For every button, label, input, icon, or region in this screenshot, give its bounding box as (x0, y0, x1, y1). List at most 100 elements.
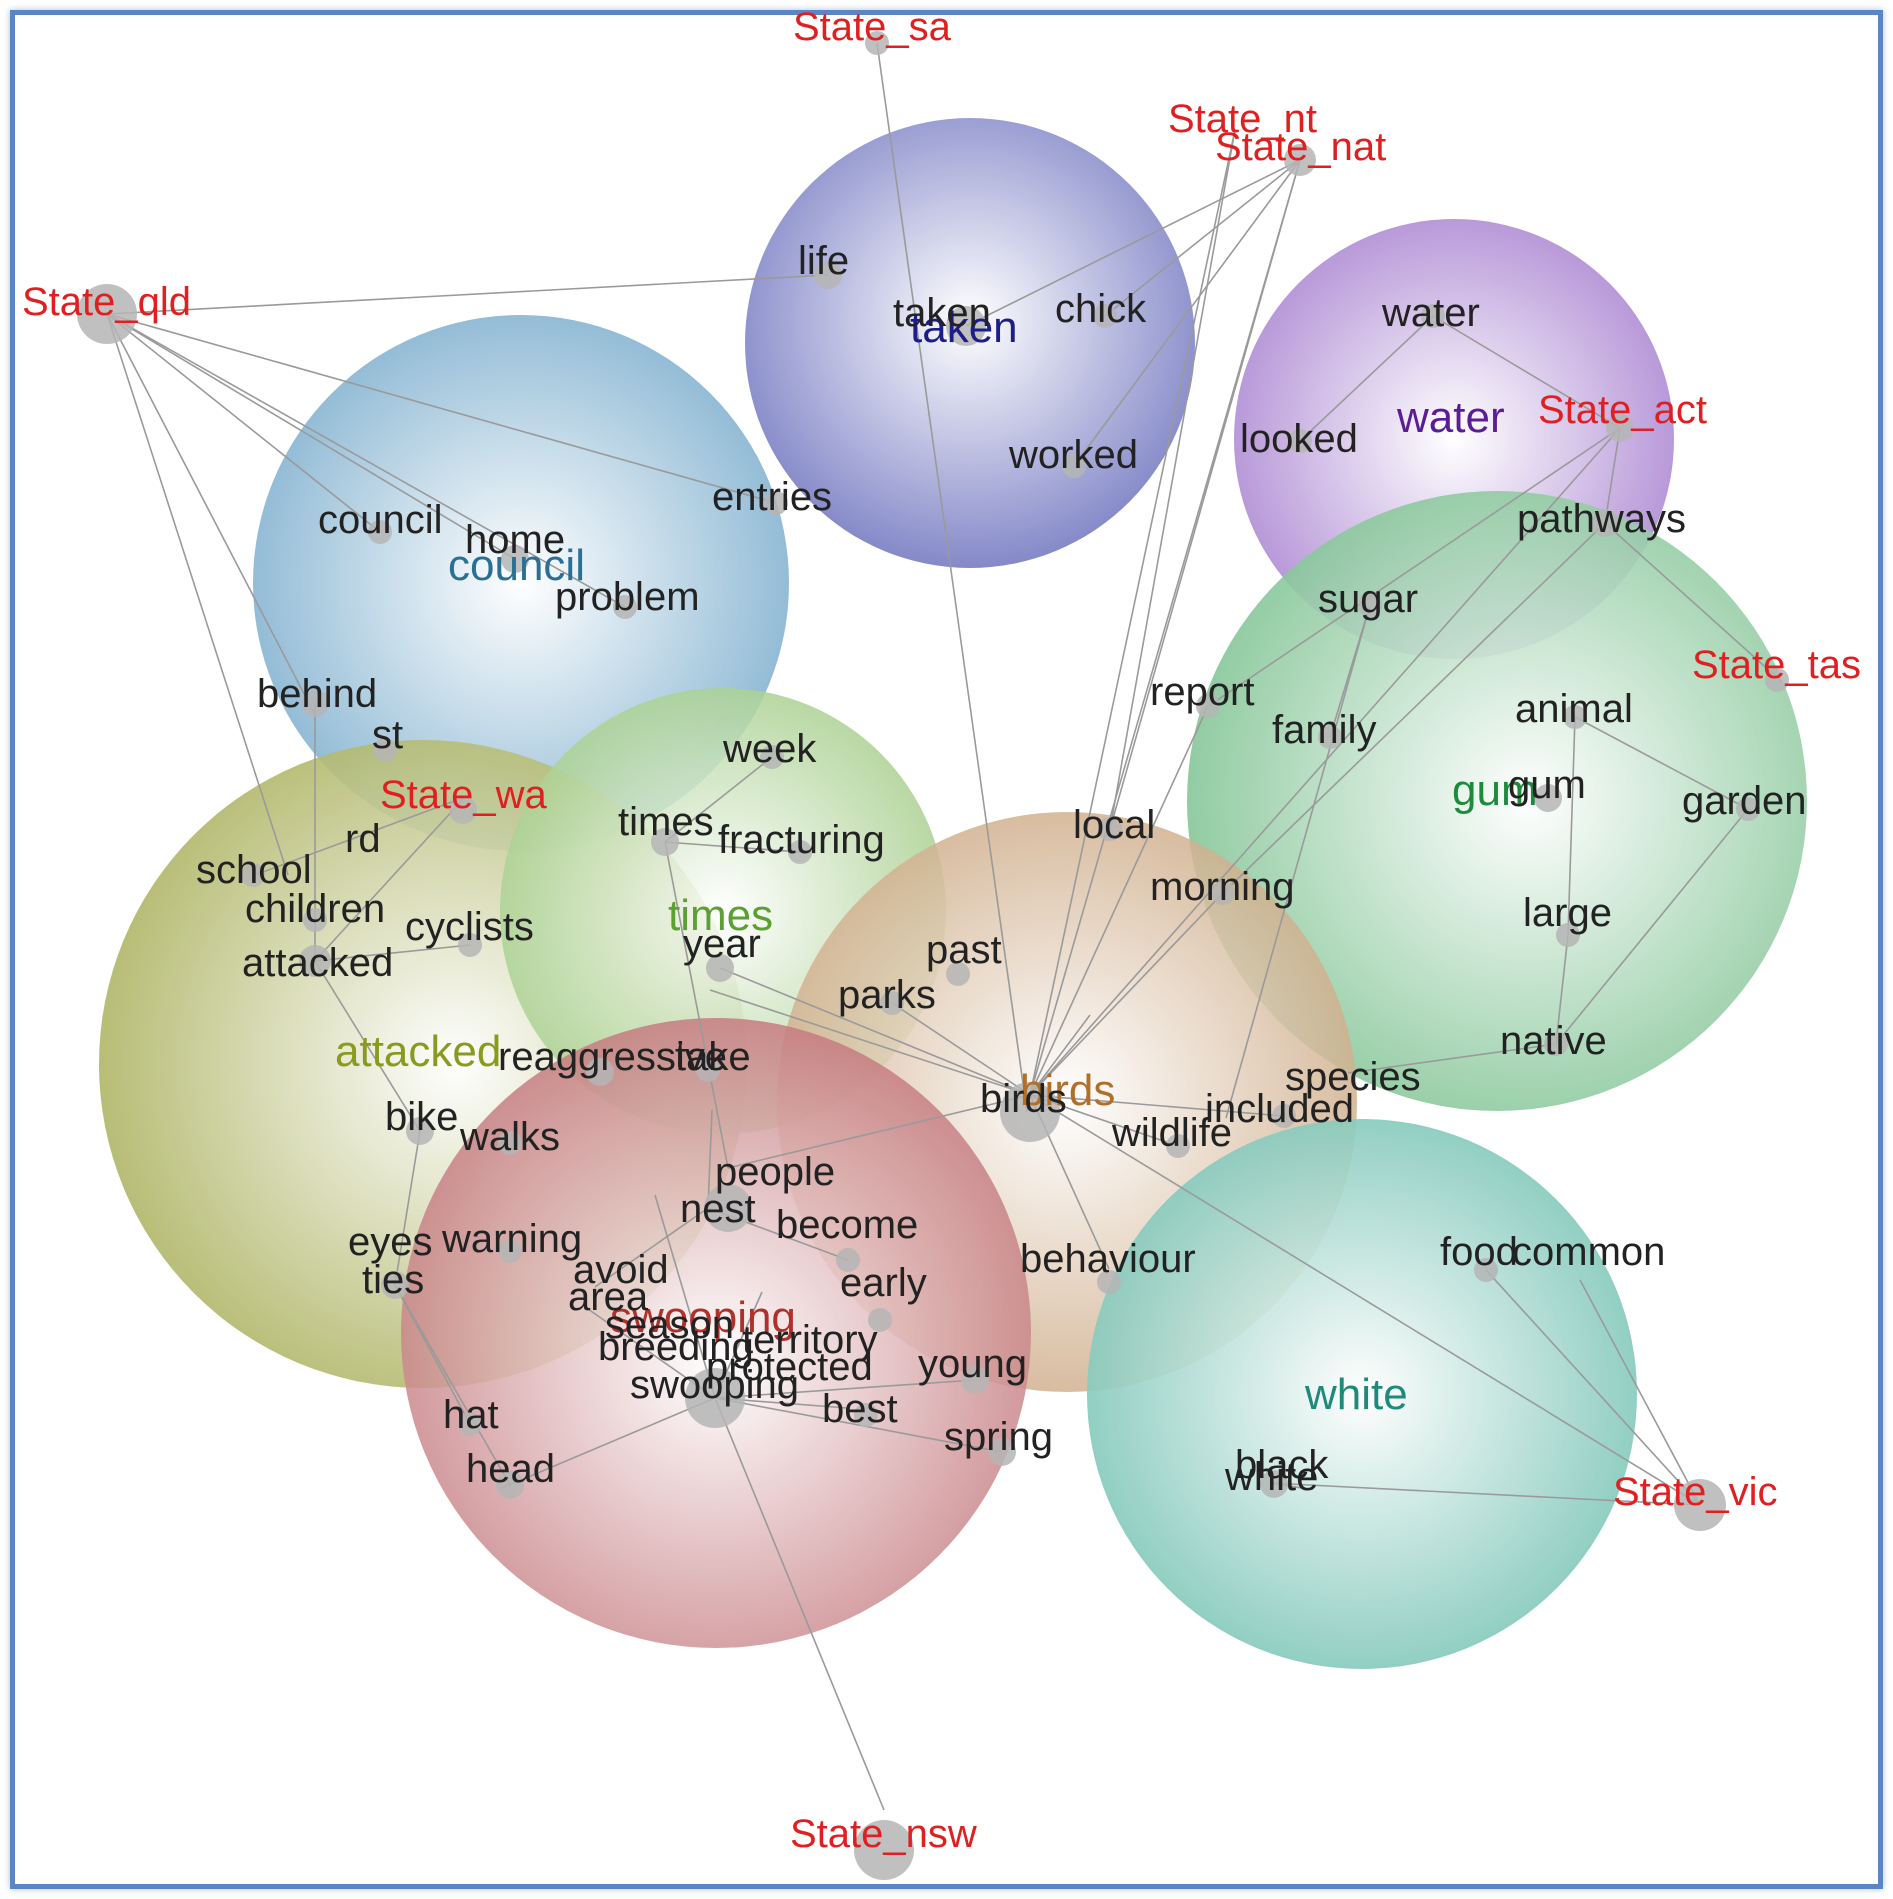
term-label: bike (385, 1095, 458, 1139)
term-label: cyclists (405, 905, 534, 949)
node-dot (1272, 1104, 1296, 1128)
node-dot (1000, 1082, 1060, 1142)
edge (1029, 892, 1224, 1096)
term-label: pathways (1517, 497, 1686, 541)
edge (1579, 1279, 1701, 1506)
theme-label-taken: taken (910, 303, 1018, 352)
node-dot (1288, 429, 1312, 453)
edge (1029, 1094, 1285, 1117)
term-label: behaviour (1020, 1237, 1196, 1281)
edge (1029, 1014, 1091, 1096)
edge (1209, 427, 1621, 706)
node-dot (498, 1131, 522, 1155)
term-label: st (372, 713, 403, 757)
node-dot (764, 491, 788, 515)
node-dot (496, 1471, 524, 1499)
edge (1604, 522, 1783, 683)
node-dot (458, 933, 482, 957)
term-label: warning (441, 1217, 582, 1261)
term-label: gum (1508, 763, 1586, 807)
term-label: water (1381, 291, 1480, 335)
circle-gum (1187, 491, 1807, 1111)
term-label: past (926, 928, 1002, 972)
edge (664, 841, 801, 853)
term-label: morning (1150, 865, 1295, 909)
node-dot (854, 1820, 914, 1880)
node-dot (1093, 304, 1117, 328)
term-label: nest (680, 1187, 756, 1231)
edge (106, 313, 289, 876)
node-dot (501, 545, 529, 573)
node-dot (77, 284, 137, 344)
theme-label-white: white (1304, 1370, 1408, 1419)
edge (714, 1397, 885, 1811)
theme-circles (99, 118, 1807, 1669)
term-label: family (1272, 708, 1376, 752)
term-label: early (840, 1261, 927, 1305)
node-dot (961, 1366, 989, 1394)
node-dot (1591, 509, 1619, 537)
theme-label-water: water (1396, 393, 1505, 442)
edge (1222, 522, 1606, 894)
term-label: behind (257, 672, 377, 716)
edge (1029, 705, 1209, 1096)
term-label: avoid (573, 1248, 669, 1292)
node-dot (1534, 784, 1562, 812)
node-dot (1674, 1479, 1726, 1531)
node-dot (946, 962, 970, 986)
term-label: protected (706, 1345, 873, 1389)
edge (664, 841, 729, 1169)
node-dot (241, 863, 265, 887)
state-label-act: State_act (1538, 388, 1707, 432)
term-label: rd (345, 817, 381, 861)
edge (719, 967, 1031, 1096)
node-dot (988, 1438, 1016, 1466)
edge (654, 1194, 716, 1399)
theme-labels: taken council water gum times attacked b… (335, 303, 1538, 1419)
term-labels: life taken chick worked entries water lo… (196, 239, 1807, 1499)
term-label: week (722, 727, 817, 771)
edge (891, 1002, 1031, 1096)
term-label: swooping (630, 1363, 799, 1407)
node-dot (301, 689, 329, 717)
theme-label-times: times (668, 891, 773, 940)
term-label: school (196, 848, 312, 892)
term-label: year (683, 922, 761, 966)
circle-white (1087, 1119, 1637, 1669)
term-label: eyes (348, 1220, 433, 1264)
edge (394, 1130, 421, 1286)
term-label: report (1150, 670, 1255, 714)
state-label-tas: State_tas (1692, 643, 1861, 687)
edge (1029, 129, 1236, 1096)
edge (1299, 315, 1434, 442)
edge (1269, 1482, 1701, 1506)
edge (727, 1094, 1031, 1169)
term-label: attacked (242, 941, 393, 985)
term-label: birds (980, 1077, 1067, 1121)
theme-label-birds: birds (1020, 1066, 1115, 1115)
term-label: large (1523, 891, 1612, 935)
node-dot (458, 1412, 482, 1436)
edge (714, 1379, 976, 1399)
node-dot (303, 908, 327, 932)
term-label: worked (1008, 433, 1138, 477)
edge (1604, 427, 1621, 524)
node-dot (1544, 1032, 1568, 1056)
edge (1485, 1269, 1701, 1506)
node-dot (1421, 304, 1445, 328)
term-label: garden (1682, 779, 1807, 823)
term-label: area (568, 1275, 649, 1319)
term-label: life (798, 239, 849, 283)
node-dot (498, 1239, 522, 1263)
edge (314, 960, 421, 1132)
node-dot (1358, 593, 1382, 617)
node-dot (381, 1271, 409, 1299)
term-label: common (1512, 1230, 1665, 1274)
edge (1029, 1094, 1701, 1506)
node-dot (706, 954, 734, 982)
edge (594, 1207, 709, 1288)
node-dot (373, 738, 397, 762)
node-dot (1166, 1134, 1190, 1158)
node-dot (406, 1117, 434, 1145)
edges (106, 42, 1783, 1811)
